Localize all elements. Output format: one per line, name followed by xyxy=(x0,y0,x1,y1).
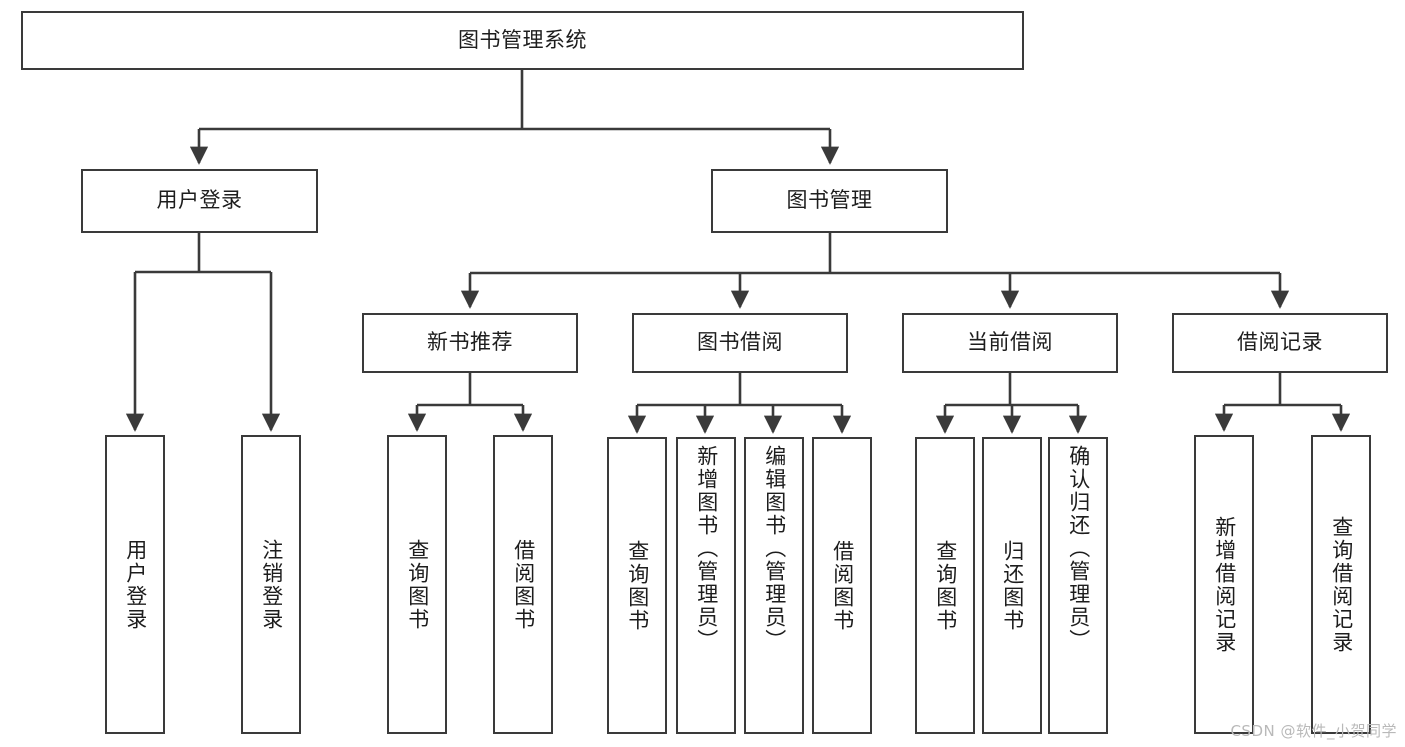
node-label: 查询图书 xyxy=(405,538,430,631)
node-label: 图书借阅 xyxy=(697,330,783,355)
node-leaf-borrow-book[interactable]: 借阅图书 xyxy=(812,437,872,734)
node-book-management[interactable]: 图书管理 xyxy=(711,169,948,233)
node-leaf-return-book[interactable]: 归还图书 xyxy=(982,437,1042,734)
node-leaf-user-login[interactable]: 用户登录 xyxy=(105,435,165,734)
node-leaf-query-book-borrow[interactable]: 查询图书 xyxy=(607,437,667,734)
node-user-login[interactable]: 用户登录 xyxy=(81,169,318,233)
node-label: 图书管理 xyxy=(786,188,873,213)
node-current-borrow[interactable]: 当前借阅 xyxy=(902,313,1118,373)
node-leaf-confirm-return-admin[interactable]: 确认归还（管理员） xyxy=(1048,437,1108,734)
node-leaf-query-book-recommend[interactable]: 查询图书 xyxy=(387,435,447,734)
node-label: 当前借阅 xyxy=(967,330,1053,355)
node-label: 新增借阅记录 xyxy=(1212,515,1237,654)
node-leaf-logout[interactable]: 注销登录 xyxy=(241,435,301,734)
node-leaf-add-book-admin[interactable]: 新增图书（管理员） xyxy=(676,437,736,734)
node-label: 借阅图书 xyxy=(830,539,855,632)
node-label: 查询借阅记录 xyxy=(1329,515,1354,654)
node-label: 查询图书 xyxy=(933,539,958,632)
node-leaf-query-borrow-record[interactable]: 查询借阅记录 xyxy=(1311,435,1371,734)
node-label: 编辑图书（管理员） xyxy=(762,445,787,652)
node-label: 借阅记录 xyxy=(1237,330,1323,355)
node-book-borrow[interactable]: 图书借阅 xyxy=(632,313,848,373)
node-root-book-management-system[interactable]: 图书管理系统 xyxy=(21,11,1024,70)
node-new-book-recommend[interactable]: 新书推荐 xyxy=(362,313,578,373)
node-label: 新书推荐 xyxy=(427,330,513,355)
node-label: 查询图书 xyxy=(625,539,650,632)
node-leaf-query-book-current[interactable]: 查询图书 xyxy=(915,437,975,734)
node-leaf-edit-book-admin[interactable]: 编辑图书（管理员） xyxy=(744,437,804,734)
node-label: 确认归还（管理员） xyxy=(1066,445,1091,652)
node-label: 用户登录 xyxy=(123,538,148,631)
node-label: 新增图书（管理员） xyxy=(694,445,719,652)
node-label: 图书管理系统 xyxy=(458,27,587,52)
node-label: 注销登录 xyxy=(259,538,284,631)
node-label: 用户登录 xyxy=(156,188,243,213)
node-label: 借阅图书 xyxy=(511,538,536,631)
node-leaf-borrow-book-recommend[interactable]: 借阅图书 xyxy=(493,435,553,734)
node-label: 归还图书 xyxy=(1000,539,1025,632)
node-leaf-add-borrow-record[interactable]: 新增借阅记录 xyxy=(1194,435,1254,734)
node-borrow-record[interactable]: 借阅记录 xyxy=(1172,313,1388,373)
